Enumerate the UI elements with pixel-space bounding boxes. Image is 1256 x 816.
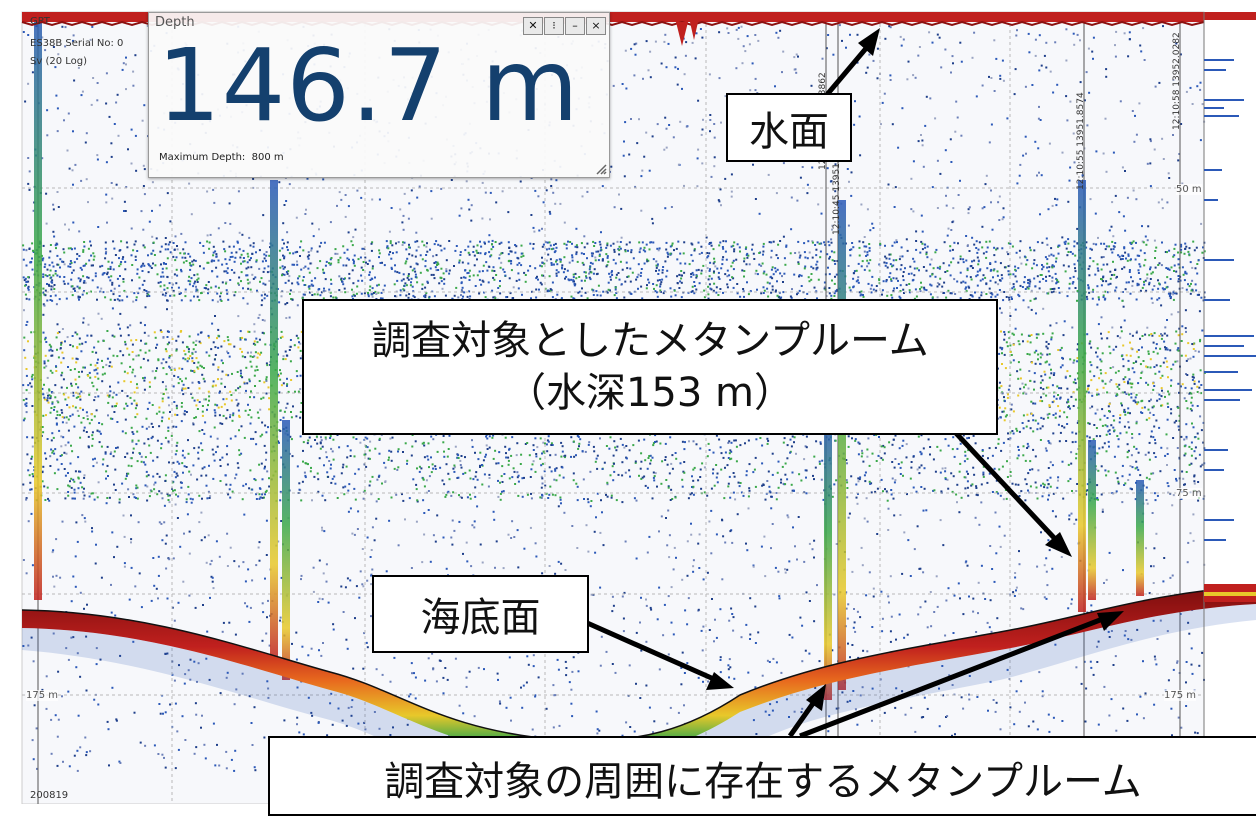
variable-label: Sv (20 Log) (30, 56, 87, 67)
depth-tick-75: 75 m (1176, 488, 1202, 499)
depth-display-panel[interactable]: Depth ✕ ⁝ – × 146.7 m Maximum Depth: 800… (148, 12, 610, 178)
max-depth-label: Maximum Depth: 800 m (159, 152, 284, 163)
header-label: GPT (30, 16, 50, 27)
callout-seabed-text: 海底面 (421, 585, 541, 643)
plume-column (34, 12, 42, 600)
marker-label-4: 12:10:58 13952.0282 (1172, 32, 1182, 130)
date-label: 20‌0819 (30, 790, 68, 801)
callout-surrounding-plumes-text: 調査対象の周囲に存在するメタンプルーム (384, 749, 1142, 807)
max-depth-value: 800 m (252, 152, 284, 163)
resize-grip-icon[interactable] (595, 163, 607, 175)
callout-target-plume-line1: 調査対象としたメタンプルーム (371, 315, 929, 367)
depth-tick-50: 50 m (1176, 184, 1202, 195)
max-depth-caption: Maximum Depth: (159, 152, 245, 163)
plume-column (1088, 440, 1096, 600)
depth-tick-175-left: 175 m (26, 690, 58, 701)
close-icon[interactable]: × (586, 17, 606, 35)
callout-seabed: 海底面 (372, 575, 589, 653)
plume-column (282, 420, 290, 680)
plume-column (838, 200, 846, 690)
transducer-label: ES38B Serial No: 0 (30, 38, 123, 49)
seabed-histogram-band-2 (1204, 592, 1256, 596)
callout-target-plume-line2: （水深153 m） (506, 367, 794, 419)
callout-water-surface-text: 水面 (749, 99, 829, 157)
marker-label-3: 12:10:55 13951.8574 (1076, 92, 1086, 190)
callout-water-surface: 水面 (726, 93, 852, 162)
callout-surrounding-plumes: 調査対象の周囲に存在するメタンプルーム (268, 736, 1256, 816)
plume-column (1078, 180, 1086, 612)
plume-column (270, 180, 278, 660)
depth-value: 146.7 m (157, 31, 579, 141)
depth-tick-175-right: 175 m (1164, 690, 1196, 701)
plume-column (824, 420, 832, 700)
water-surface-line-right (1204, 12, 1256, 20)
callout-target-plume: 調査対象としたメタンプルーム （水深153 m） (302, 299, 998, 435)
plume-column (1136, 480, 1144, 596)
